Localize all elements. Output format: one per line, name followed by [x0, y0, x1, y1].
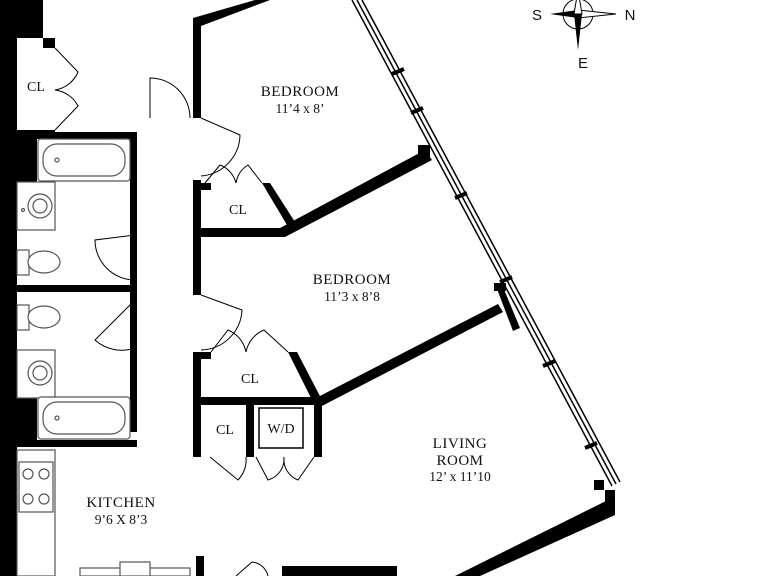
bedroom1-closet-side: [262, 183, 295, 225]
bath-fixtures: [16, 138, 131, 440]
bath2-wall-bottom: [17, 440, 137, 447]
window-jamb: [497, 287, 520, 331]
closet-label-bedroom1: CL: [229, 203, 247, 218]
bedroom1-name: BEDROOM: [261, 84, 340, 100]
bedroom2-closet-top: [201, 352, 211, 359]
bedroom1-closet-top: [201, 183, 211, 190]
window-mullion-1: [418, 145, 430, 157]
living-corner: [605, 490, 615, 515]
toilet-1: [16, 249, 30, 276]
closet-label-top-left: CL: [27, 80, 45, 95]
wd-right-wall: [314, 405, 322, 457]
bedroom2-closet-wall: [201, 397, 320, 405]
compass-north-label: N: [625, 7, 636, 24]
washer-dryer-label: W/D: [267, 422, 294, 437]
bedroom1-closet-wall: [201, 150, 432, 237]
compass-needle-south: [574, 14, 582, 50]
compass-east-label: E: [578, 55, 588, 72]
compass-needle-west: [550, 10, 578, 18]
bath2-left-strip: [17, 397, 37, 442]
corridor-wall: [193, 18, 201, 118]
bedroom2-name: BEDROOM: [313, 272, 392, 288]
kitchen-wall-b: [282, 566, 397, 576]
bath1-wall-top: [17, 132, 135, 139]
living-bottom-wall: [455, 500, 615, 576]
kitchen-dims: 9’6 X 8’3: [95, 512, 148, 527]
doors: [54, 47, 315, 576]
living-room-dims: 12’ x 11’10: [429, 469, 491, 484]
washer-dryer: W/D: [258, 407, 304, 449]
window-mullion-3: [594, 480, 604, 490]
corridor-wall-3: [193, 352, 201, 457]
compass-south-label: S: [532, 7, 542, 24]
toilet-2: [16, 304, 30, 331]
kitchen-name: KITCHEN: [86, 495, 155, 511]
kitchen-wall-a: [196, 556, 204, 576]
bedroom2-closet-angled: [288, 352, 322, 404]
compass-needle-north: [573, 0, 583, 15]
stove: [18, 461, 54, 513]
compass: S N E: [532, 0, 635, 72]
kitchen-fixtures: [16, 449, 191, 576]
corridor-wall-lower: [193, 180, 201, 295]
closet-label-hall: CL: [216, 423, 234, 438]
living-room-name-1: LIVING: [433, 436, 488, 452]
cl-wd-divider: [246, 405, 254, 457]
living-room-name-2: ROOM: [436, 453, 483, 469]
closet-label-bedroom2: CL: [241, 372, 259, 387]
closet-wall-top: [43, 38, 55, 48]
labels: BEDROOM 11’4 x 8’ BEDROOM 11’3 x 8’8 LIV…: [27, 80, 491, 527]
bath-divider: [17, 285, 137, 292]
walls: [0, 0, 615, 576]
bath1-wall-right: [130, 132, 137, 432]
bedroom2-living-wall: [316, 304, 503, 407]
bedroom1-dims: 11’4 x 8’: [276, 101, 325, 116]
bath1-left-strip: [17, 137, 37, 182]
window-mullion-2: [494, 283, 506, 291]
bedroom1-top-wall: [193, 0, 270, 26]
compass-needle-east: [577, 9, 617, 19]
window-band: [351, 0, 621, 487]
left-party-wall: [0, 0, 17, 576]
bedroom2-dims: 11’3 x 8’8: [324, 289, 380, 304]
left-wall-cap: [17, 0, 43, 38]
